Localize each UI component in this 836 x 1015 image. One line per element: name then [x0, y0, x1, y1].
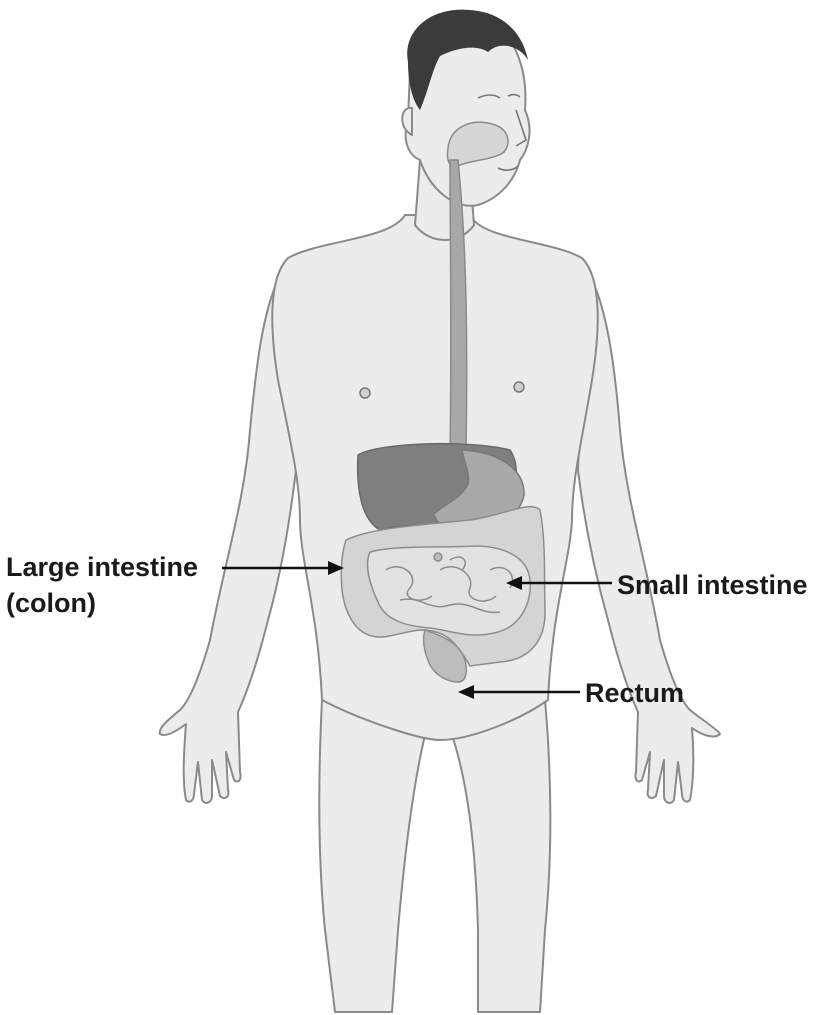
right-arm [578, 268, 720, 803]
right-leg [452, 700, 550, 1012]
ear [402, 108, 412, 135]
left-leg [319, 700, 425, 1012]
small-intestine-label: Small intestine [617, 568, 808, 602]
rectum-label: Rectum [585, 676, 684, 710]
large-intestine-label: Large intestine [6, 550, 198, 584]
colon-label: (colon) [6, 586, 96, 620]
